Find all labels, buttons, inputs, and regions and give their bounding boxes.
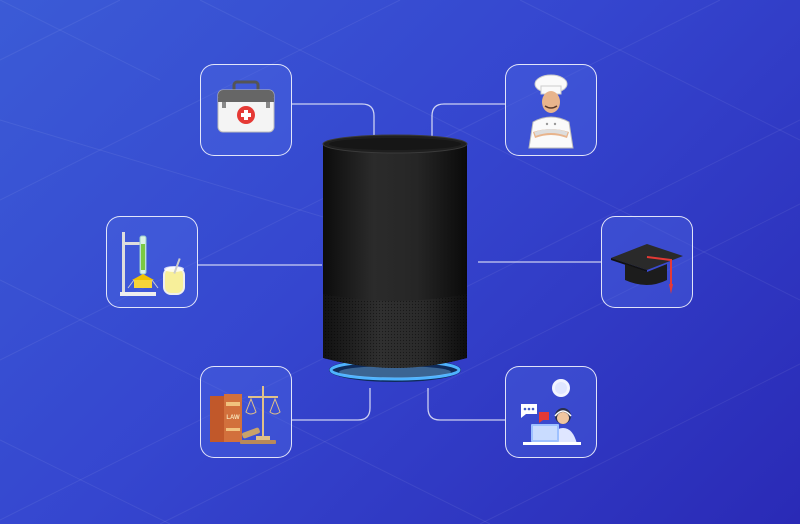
smart-speaker: [322, 134, 468, 382]
tile-support[interactable]: [505, 366, 597, 458]
speaker-body: [323, 144, 467, 301]
tile-education[interactable]: [601, 216, 693, 308]
connector-chef: [431, 103, 505, 140]
law-book-label: LAW: [226, 415, 240, 421]
connector-law: [292, 388, 371, 421]
tile-medical[interactable]: [200, 64, 292, 156]
graduation-cap-icon: [611, 244, 683, 294]
tile-chemistry[interactable]: [106, 216, 198, 308]
tile-law[interactable]: LAW: [200, 366, 292, 458]
customer-support-icon: [521, 379, 581, 445]
chef-icon: [528, 74, 574, 149]
tile-chef[interactable]: [505, 64, 597, 156]
lab-flask-icon: [120, 232, 185, 296]
connector-support: [427, 388, 505, 421]
first-aid-kit-icon: [217, 80, 275, 133]
law-books-scales-icon: LAW: [210, 386, 281, 444]
connector-medical: [292, 103, 375, 140]
